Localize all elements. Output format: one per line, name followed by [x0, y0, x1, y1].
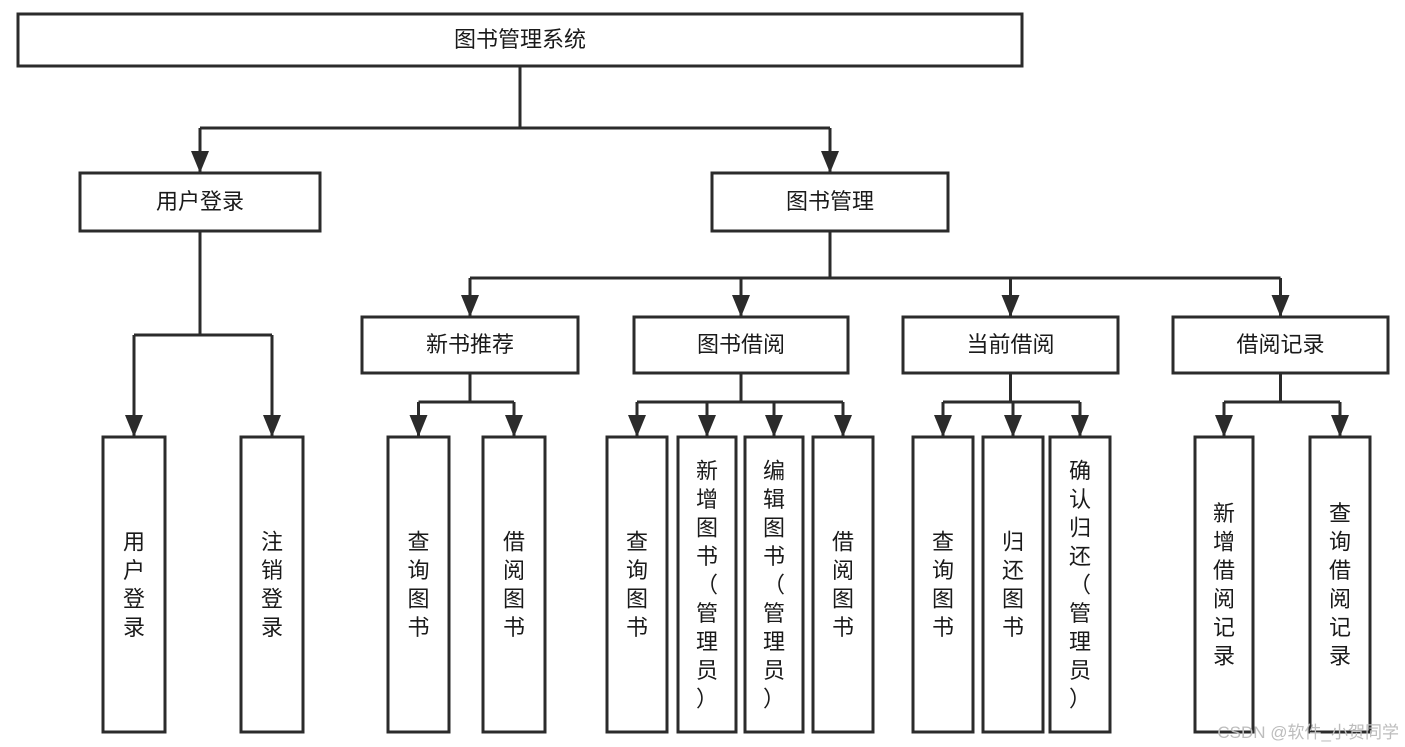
node-label-leaf-confirm-return: 确认归还（管理员） [1069, 458, 1091, 711]
node-box-root [16, 12, 1024, 68]
node-box-leaf-add-record [1193, 435, 1255, 734]
node-label-leaf-edit-book: 编辑图书（管理员） [763, 458, 785, 711]
connector-group-book-manage [461, 231, 1290, 317]
arrow-head-icon [461, 295, 479, 317]
arrow-head-icon [834, 415, 852, 437]
arrow-head-icon [1071, 415, 1089, 437]
node-leaf-borrow-book-1[interactable]: 借阅图书 [481, 435, 547, 734]
arrow-head-icon [1271, 295, 1290, 317]
node-label-user-login: 用户登录 [156, 189, 244, 214]
connector-group-book-borrow [628, 373, 852, 437]
connector-group-user-login [125, 231, 281, 437]
node-label-leaf-user-login: 用户登录 [123, 530, 145, 641]
node-label-root: 图书管理系统 [454, 27, 586, 52]
node-box-leaf-borrow-book-1 [481, 435, 547, 734]
arrow-head-icon [191, 151, 209, 173]
connector-layer [125, 66, 1349, 437]
node-label-leaf-add-book: 新增图书（管理员） [696, 458, 718, 711]
node-box-leaf-query-book-2 [605, 435, 669, 734]
node-layer: 图书管理系统用户登录图书管理新书推荐图书借阅当前借阅借阅记录用户登录注销登录查询… [16, 12, 1390, 734]
node-label-leaf-borrow-book-1: 借阅图书 [503, 530, 525, 641]
node-book-manage[interactable]: 图书管理 [710, 171, 950, 233]
node-label-leaf-return-book: 归还图书 [1002, 530, 1024, 641]
node-label-borrow-record: 借阅记录 [1236, 332, 1324, 357]
node-leaf-add-record[interactable]: 新增借阅记录 [1193, 435, 1255, 734]
connector-group-current-borrow [934, 373, 1089, 437]
arrow-head-icon [1215, 415, 1233, 437]
node-label-leaf-add-record: 新增借阅记录 [1213, 501, 1235, 669]
node-leaf-user-login[interactable]: 用户登录 [101, 435, 167, 734]
node-user-login[interactable]: 用户登录 [78, 171, 322, 233]
node-label-new-book-recommend: 新书推荐 [426, 332, 514, 357]
node-leaf-add-book[interactable]: 新增图书（管理员） [676, 435, 738, 734]
arrow-head-icon [821, 151, 839, 173]
node-leaf-query-record[interactable]: 查询借阅记录 [1308, 435, 1372, 734]
arrow-head-icon [505, 415, 523, 437]
connector-group-new-book-recommend [409, 373, 523, 437]
arrow-head-icon [732, 295, 750, 317]
connector-group-root [191, 66, 839, 173]
node-label-book-borrow: 图书借阅 [697, 332, 785, 357]
node-label-leaf-query-book-2: 查询图书 [626, 530, 648, 641]
arrow-head-icon [263, 415, 281, 437]
node-box-leaf-confirm-return [1048, 435, 1112, 734]
node-label-current-borrow: 当前借阅 [966, 332, 1054, 357]
node-box-book-manage [710, 171, 950, 233]
node-leaf-query-book-1[interactable]: 查询图书 [386, 435, 451, 734]
node-box-leaf-edit-book [743, 435, 805, 734]
node-box-leaf-query-book-3 [911, 435, 975, 734]
node-box-leaf-borrow-book-2 [811, 435, 875, 734]
node-label-leaf-query-record: 查询借阅记录 [1329, 501, 1351, 669]
node-leaf-return-book[interactable]: 归还图书 [981, 435, 1045, 734]
node-label-leaf-borrow-book-2: 借阅图书 [832, 530, 854, 641]
arrow-head-icon [628, 415, 646, 437]
node-leaf-edit-book[interactable]: 编辑图书（管理员） [743, 435, 805, 734]
node-leaf-query-book-2[interactable]: 查询图书 [605, 435, 669, 734]
node-box-book-borrow [632, 315, 850, 375]
node-box-leaf-return-book [981, 435, 1045, 734]
arrow-head-icon [934, 415, 952, 437]
node-current-borrow[interactable]: 当前借阅 [901, 315, 1120, 375]
node-box-current-borrow [901, 315, 1120, 375]
node-leaf-query-book-3[interactable]: 查询图书 [911, 435, 975, 734]
node-box-new-book-recommend [360, 315, 580, 375]
node-new-book-recommend[interactable]: 新书推荐 [360, 315, 580, 375]
node-leaf-confirm-return[interactable]: 确认归还（管理员） [1048, 435, 1112, 734]
node-box-leaf-add-book [676, 435, 738, 734]
node-box-leaf-query-book-1 [386, 435, 451, 734]
node-box-leaf-query-record [1308, 435, 1372, 734]
node-box-leaf-logout [239, 435, 305, 734]
arrow-head-icon [1004, 415, 1022, 437]
node-box-leaf-user-login [101, 435, 167, 734]
arrow-head-icon [125, 415, 143, 437]
arrow-head-icon [1331, 415, 1349, 437]
arrow-head-icon [1001, 295, 1020, 317]
node-book-borrow[interactable]: 图书借阅 [632, 315, 850, 375]
node-label-leaf-query-book-3: 查询图书 [932, 530, 954, 641]
node-label-leaf-logout: 注销登录 [261, 530, 283, 641]
connector-group-borrow-record [1215, 373, 1349, 437]
arrow-head-icon [765, 415, 783, 437]
node-box-user-login [78, 171, 322, 233]
csdn-watermark: CSDN @软件_小贺同学 [1217, 723, 1399, 742]
node-box-borrow-record [1171, 315, 1390, 375]
node-borrow-record[interactable]: 借阅记录 [1171, 315, 1390, 375]
node-label-book-manage: 图书管理 [786, 189, 874, 214]
node-root[interactable]: 图书管理系统 [16, 12, 1024, 68]
node-leaf-logout[interactable]: 注销登录 [239, 435, 305, 734]
node-label-leaf-query-book-1: 查询图书 [407, 530, 429, 641]
arrow-head-icon [409, 415, 428, 437]
node-leaf-borrow-book-2[interactable]: 借阅图书 [811, 435, 875, 734]
arrow-head-icon [698, 415, 716, 437]
